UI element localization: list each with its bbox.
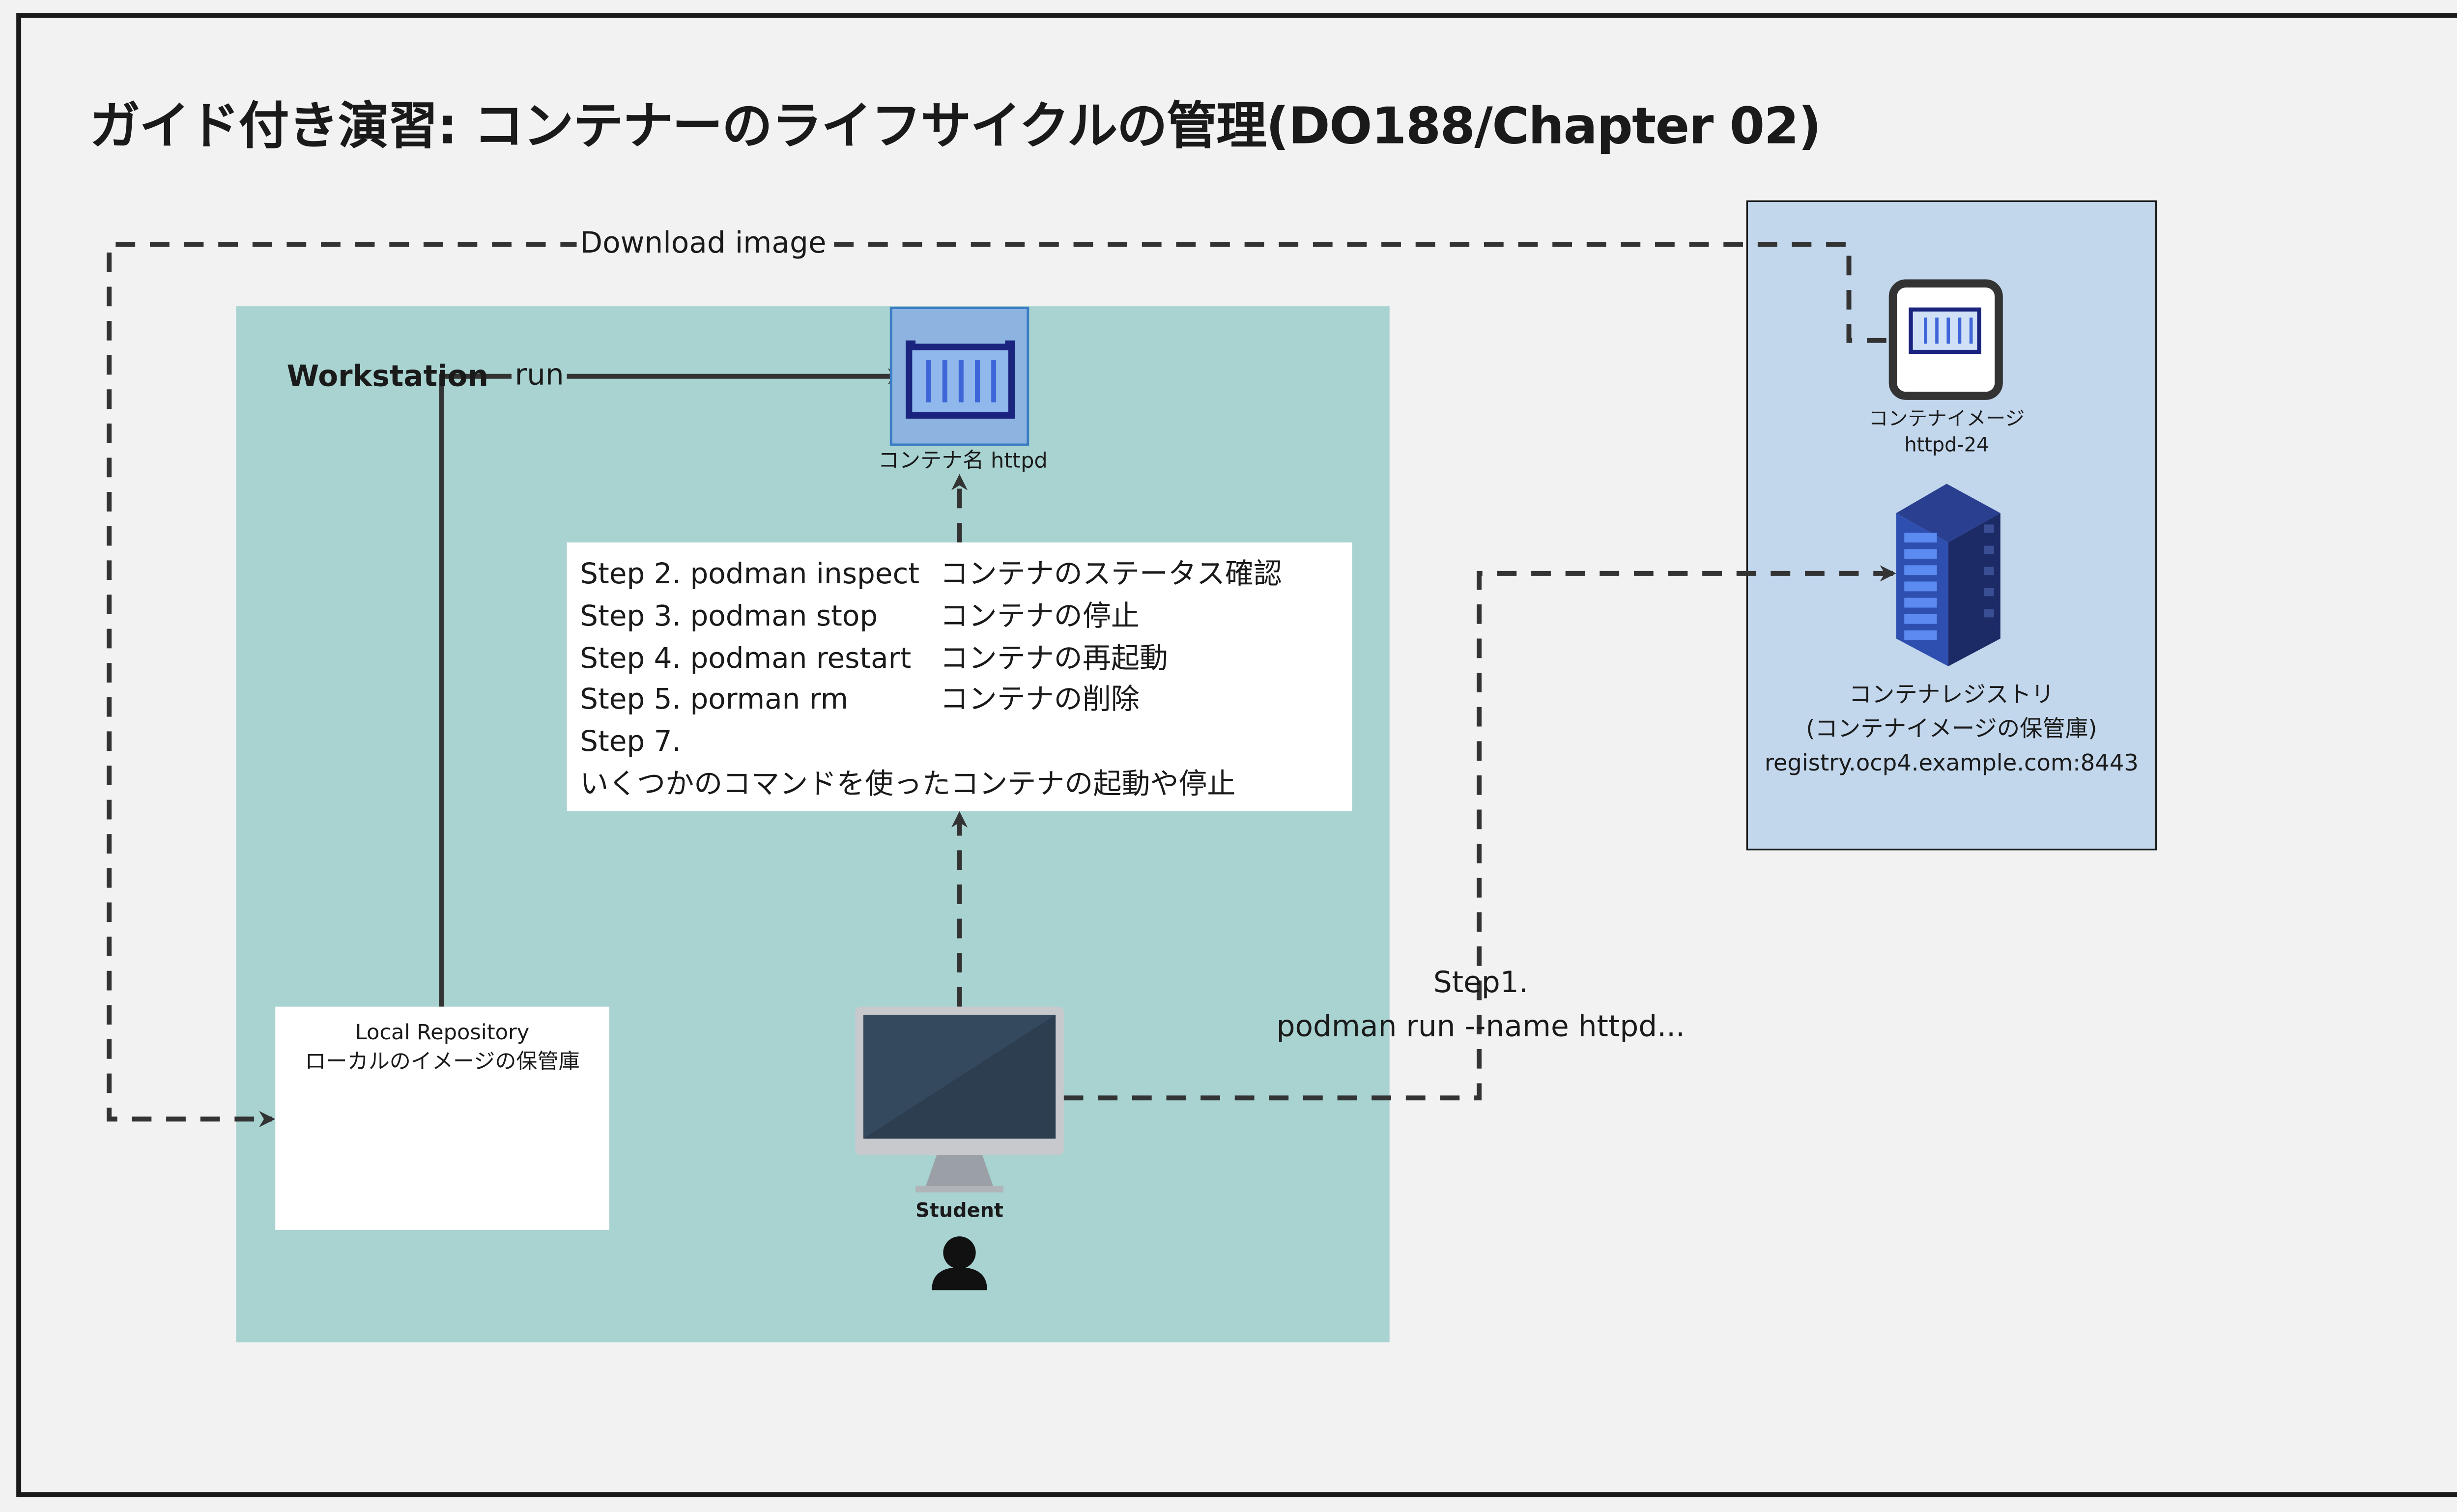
step-command: Step 4. podman restart xyxy=(580,643,912,676)
container-label: コンテナ名 httpd xyxy=(878,449,1048,474)
download-image-connector xyxy=(107,242,1886,1127)
registry-subtitle: (コンテナイメージの保管庫) xyxy=(1806,716,2097,743)
step-command: Step 3. podman stop xyxy=(580,600,878,633)
registry-container-image-icon xyxy=(1888,279,2003,400)
registry-url: registry.ocp4.example.com:8443 xyxy=(1764,751,2139,777)
run-connector xyxy=(439,368,904,1007)
step1-title: Step1. xyxy=(1433,966,1528,1000)
step-row: Step 7. xyxy=(580,723,1352,766)
step-command: Step 5. porman rm xyxy=(580,685,849,717)
step-row: Step 4. podman restart コンテナの再起動 xyxy=(580,639,1352,682)
steps-box: Step 2. podman inspect コンテナのステータス確認 Step … xyxy=(567,542,1352,811)
step-row: Step 5. porman rm コンテナの削除 xyxy=(580,682,1352,724)
step-row: Step 3. podman stop コンテナの停止 xyxy=(580,598,1352,640)
step-description: コンテナの削除 xyxy=(940,685,1140,717)
local-repo-title: Local Repository xyxy=(355,1021,530,1046)
monitor-icon xyxy=(855,1006,1064,1193)
step-row: いくつかのコマンドを使ったコンテナの起動や停止 xyxy=(580,766,1352,808)
workstation-label: Workstation xyxy=(286,360,489,395)
outer-frame xyxy=(16,13,2457,1497)
registry-label: コンテナレジストリ (コンテナイメージの保管庫) registry.ocp4.e… xyxy=(1756,679,2147,782)
step1-label: Step1. podman run --name httpd... xyxy=(1271,961,1691,1049)
step1-command: podman run --name httpd... xyxy=(1276,1010,1686,1044)
page-title: ガイド付き演習: コンテナーのライフサイクルの管理(DO188/Chapter … xyxy=(89,97,1821,157)
local-repository-box: Local Repository ローカルのイメージの保管庫 xyxy=(275,1006,609,1230)
registry-image-label: コンテナイメージ httpd-24 xyxy=(1844,405,2050,457)
registry-image-title: コンテナイメージ xyxy=(1868,407,2025,430)
step-command: Step 7. xyxy=(580,727,682,760)
run-label: run xyxy=(511,358,568,393)
step-row: Step 2. podman inspect コンテナのステータス確認 xyxy=(580,555,1352,598)
download-image-label: Download image xyxy=(576,226,830,261)
step-description: コンテナの停止 xyxy=(940,600,1140,633)
step-command: Step 2. podman inspect xyxy=(580,559,920,592)
registry-title: コンテナレジストリ xyxy=(1849,682,2055,709)
server-rack-icon xyxy=(1896,484,2000,666)
step-description: いくつかのコマンドを使ったコンテナの起動や停止 xyxy=(580,769,1236,801)
container-icon xyxy=(889,307,1029,446)
step-description: コンテナのステータス確認 xyxy=(940,559,1282,592)
registry-image-name: httpd-24 xyxy=(1904,433,1989,456)
user-icon xyxy=(932,1236,987,1290)
step1-connector xyxy=(1063,565,1896,1101)
step-description: コンテナの再起動 xyxy=(940,643,1168,676)
student-label: Student xyxy=(915,1198,1003,1222)
local-repo-subtitle: ローカルのイメージの保管庫 xyxy=(305,1051,580,1075)
